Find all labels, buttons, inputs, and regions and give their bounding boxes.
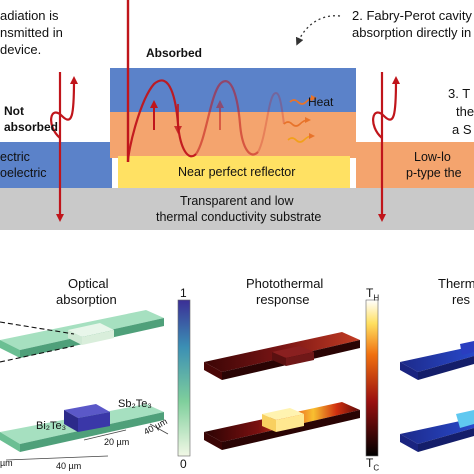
beam-line-2 [0,345,75,363]
callout-right-line-2: the [456,104,474,119]
label-substrate-1: Transparent and low [180,194,294,208]
ray-right-loop [372,76,400,139]
dim-40-bottom-label: 40 µm [56,461,82,471]
label-left-material-2: oelectric [0,166,47,180]
colorbar-temp-max: TH [366,286,379,303]
third-device-bottom [400,410,474,452]
photothermal-device-bottom [204,402,360,450]
photothermal-device-top [204,332,360,380]
heat-arrow-2 [283,117,311,127]
third-device-top [400,341,474,380]
label-right-material-2: p-type the [406,166,462,180]
label-absorbed: Absorbed [146,46,203,60]
third-title-1: Therm [438,276,474,291]
callout-right-line-1: 3. T [448,86,471,101]
optical-device-top [0,310,164,358]
reflector-layer [118,156,350,188]
colorbar-temp-min-sub: C [373,463,380,473]
callout-left-line-2: nsmitted in [0,25,63,40]
colorbar-temp-max-letter: T [366,286,374,300]
callout-right-line-3: a S [452,122,472,137]
callout-center-line-1: 2. Fabry-Perot cavity [352,8,472,23]
optical-title-2: absorption [56,292,117,307]
absorption-colorbar [177,299,191,457]
callout-left-line-1: adiation is [0,8,59,23]
label-left-material-1: ectric [0,150,30,164]
absorbed-wave-2 [195,80,259,156]
dim-20-label: 20 µm [104,437,130,447]
colorbar-abs-max: 1 [180,286,187,300]
callout-center-line-2: absorption directly in [352,25,472,40]
label-substrate-2: thermal conductivity substrate [156,210,322,224]
dim-line-40-bottom [5,455,109,461]
colorbar-temp-max-sub: H [373,293,380,303]
callout-left-line-3: device. [0,42,42,57]
dim-40-left-label: µm [0,458,13,468]
label-reflector: Near perfect reflector [178,165,296,179]
absorbed-wave-1 [126,79,197,163]
photothermal-title-1: Photothermal [246,276,324,291]
heat-arrow-1 [289,95,317,105]
substrate-layer [0,188,474,230]
colorbar-abs-min: 0 [180,457,187,471]
colorbar-temp-min: TC [366,456,379,473]
left-material-layer [0,142,112,188]
third-title-2: res [452,292,471,307]
label-heat: Heat [308,95,334,109]
label-not-absorbed-2: absorbed [4,120,59,134]
optical-title-1: Optical [68,276,109,291]
absorbed-wave-3 [257,91,285,153]
heat-arrow-3 [287,133,315,143]
photothermal-title-2: response [256,292,310,307]
label-right-material-1: Low-lo [414,150,451,164]
p-type-layer [110,112,356,158]
beam-line-1 [0,321,75,335]
dim-line-40-right [149,423,169,435]
material-bi-label: Bi₂Te₃ [36,420,67,432]
optical-device-bottom [0,404,164,452]
ray-not-absorbed-loop [50,76,78,139]
dim-line-20 [83,429,127,441]
callout-dotted-arrow [295,15,341,46]
temperature-colorbar [365,299,379,457]
label-not-absorbed-1: Not [4,104,24,118]
colorbar-temp-min-letter: T [366,456,374,470]
material-sb-label: Sb₂Te₃ [118,398,152,410]
right-material-layer [356,142,474,188]
